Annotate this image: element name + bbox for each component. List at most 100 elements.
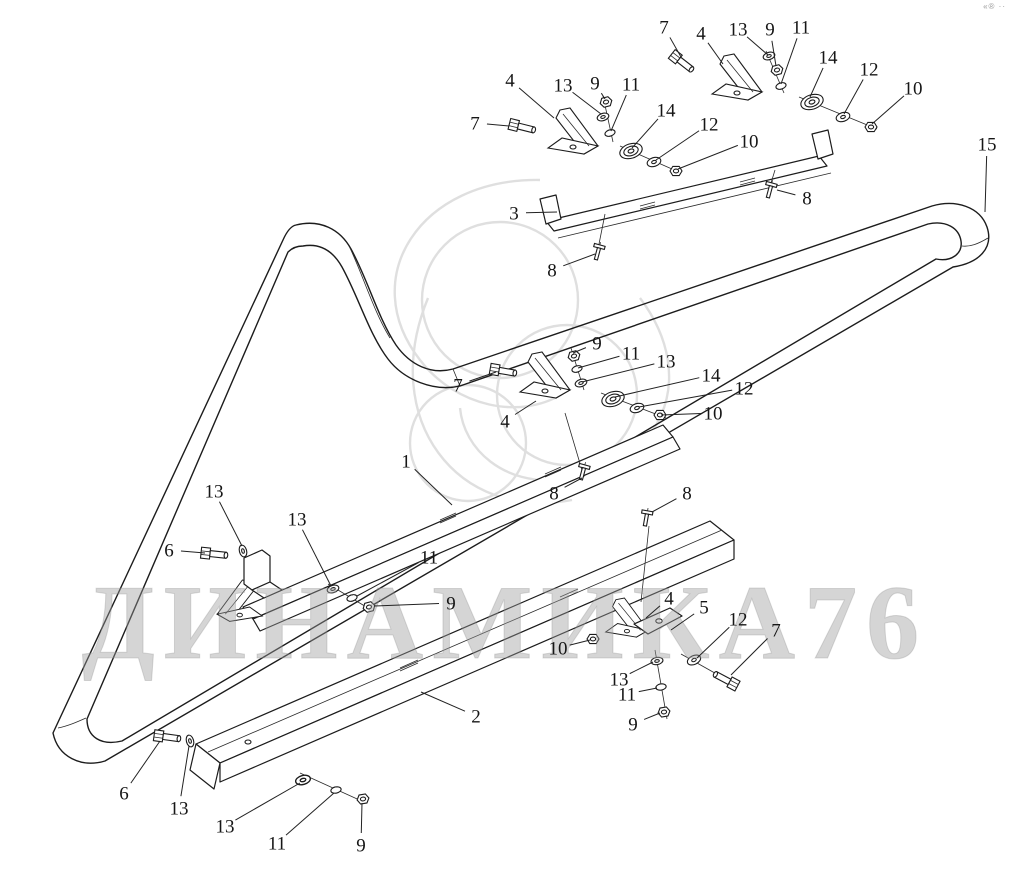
bracket-part-4-top-right — [711, 53, 763, 101]
callout-leader-11 — [610, 94, 627, 132]
callout-leader-14 — [631, 118, 659, 149]
callout-leader-4 — [707, 42, 724, 65]
nut-part-10-a — [864, 121, 878, 133]
callout-label-6: 6 — [164, 541, 174, 562]
callout-label-11: 11 — [618, 685, 636, 706]
callout-leader-13 — [746, 36, 769, 56]
callout-label-13: 13 — [610, 670, 629, 691]
screw-part-8-d — [638, 506, 655, 528]
callout-label-11: 11 — [420, 548, 438, 569]
callout-label-15: 15 — [978, 135, 997, 156]
belt-part-15 — [52, 202, 990, 764]
bolt-part-7-b — [507, 117, 538, 137]
callout-leader-11 — [356, 562, 419, 597]
callout-leader-13 — [629, 661, 654, 675]
callout-leader-10 — [660, 412, 702, 416]
washer-part-11-f — [329, 785, 343, 795]
callout-label-10: 10 — [704, 404, 723, 425]
callout-leader-11 — [577, 355, 620, 369]
callout-leader-1 — [414, 468, 453, 506]
callout-leader-7 — [730, 638, 768, 676]
nut-part-9-e — [656, 705, 672, 719]
callout-leader-13 — [301, 529, 332, 587]
callout-label-4: 4 — [505, 71, 515, 92]
callout-leader-12 — [696, 626, 730, 659]
callout-label-12: 12 — [729, 610, 748, 631]
callout-label-13: 13 — [657, 352, 676, 373]
callout-label-8: 8 — [547, 261, 557, 282]
bolt-part-6-b — [152, 729, 182, 745]
callout-leader-8 — [563, 253, 596, 267]
callout-leader-5 — [670, 613, 695, 631]
corner-mark: «® ·· — [983, 2, 1006, 11]
callout-label-2: 2 — [471, 707, 481, 728]
callout-label-9: 9 — [628, 715, 638, 736]
fasteners — [152, 49, 878, 806]
callout-label-3: 3 — [509, 204, 519, 225]
callout-leader-8 — [564, 477, 583, 488]
callout-label-13: 13 — [205, 482, 224, 503]
callout-leader-7 — [669, 37, 682, 58]
callout-leader-9 — [373, 602, 440, 607]
callout-label-8: 8 — [802, 189, 812, 210]
callout-label-14: 14 — [657, 101, 677, 122]
callout-label-13: 13 — [288, 510, 307, 531]
callout-leader-6 — [130, 740, 161, 784]
callout-leader-10 — [569, 639, 591, 646]
callout-leader-2 — [420, 691, 466, 712]
callout-leader-7 — [469, 371, 497, 382]
callout-label-11: 11 — [622, 344, 640, 365]
callout-label-14: 14 — [819, 48, 839, 69]
callout-label-11: 11 — [622, 75, 640, 96]
rail-part-2 — [189, 520, 735, 790]
callout-leader-13 — [180, 745, 190, 797]
screw-part-8-b — [590, 240, 607, 262]
callout-leader-9 — [643, 712, 661, 720]
callout-label-13: 13 — [729, 20, 748, 41]
callout-label-1: 1 — [401, 452, 411, 473]
watermark-text: ДИНАМИКА76 — [82, 564, 928, 681]
washer-part-11-b — [603, 127, 617, 139]
callout-label-8: 8 — [682, 484, 692, 505]
washer-part-11-e — [654, 682, 668, 692]
callout-leader-10 — [677, 144, 739, 170]
callout-label-6: 6 — [119, 784, 129, 805]
bracket-stop — [243, 549, 283, 599]
callout-leader-14 — [614, 377, 700, 398]
bracket-part-4-middle — [519, 351, 571, 399]
rail-part-3 — [539, 129, 834, 239]
callout-label-10: 10 — [740, 132, 759, 153]
callout-leader-9 — [360, 802, 363, 834]
callout-leader-9 — [771, 40, 777, 67]
callout-leader-4 — [518, 87, 555, 119]
callout-leader-13 — [581, 363, 655, 383]
callout-label-9: 9 — [446, 594, 456, 615]
washer-part-11-a — [774, 80, 788, 92]
callout-label-13: 13 — [554, 76, 573, 97]
callout-label-9: 9 — [590, 74, 600, 95]
callout-label-11: 11 — [792, 18, 810, 39]
callout-leader-4 — [514, 400, 537, 415]
callout-leader-12 — [655, 130, 700, 161]
callout-leader-13 — [235, 782, 301, 821]
washer-part-14-c — [599, 388, 627, 410]
callout-label-9: 9 — [592, 334, 602, 355]
callout-label-12: 12 — [700, 115, 719, 136]
bolt-part-7-a — [667, 49, 697, 76]
bolt-part-6-a — [199, 546, 229, 562]
callout-leader-9 — [600, 92, 606, 100]
callout-label-10: 10 — [549, 639, 568, 660]
washer-part-12-c — [628, 401, 646, 415]
callout-leader-11 — [780, 38, 798, 85]
callout-label-4: 4 — [500, 412, 510, 433]
callout-leader-12 — [843, 79, 864, 115]
callout-label-14: 14 — [702, 366, 722, 387]
callout-leader-3 — [525, 211, 558, 214]
callout-label-7: 7 — [771, 621, 781, 642]
nut-part-9-c — [566, 349, 582, 363]
callout-label-13: 13 — [170, 799, 189, 820]
callout-label-12: 12 — [860, 60, 879, 81]
callout-label-12: 12 — [735, 379, 754, 400]
